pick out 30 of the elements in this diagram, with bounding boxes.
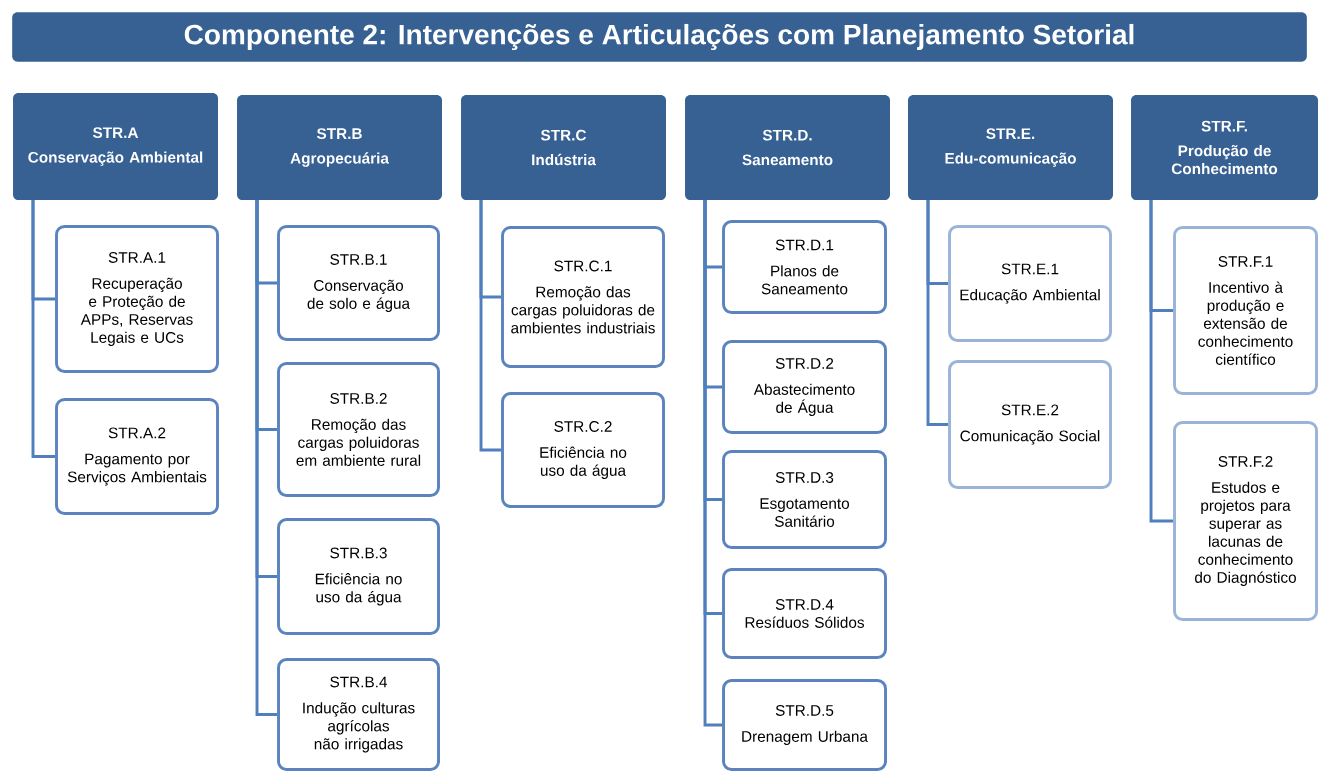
item-box: STR.A.2 Pagamento por Serviços Ambientais [55,398,219,515]
connector-line [479,200,502,452]
connector-line [703,200,723,727]
item-box: STR.F.1 Incentivo à produção e extensão de conhecimento científico [1173,226,1318,395]
item-box: STR.B.1 Conservação de solo e água [277,225,440,341]
category-header: STR.A Conservação Ambiental [13,93,218,200]
item-box: STR.D.3 Esgotamento Sanitário [722,450,887,549]
category-header: STR.D. Saneamento [685,95,890,200]
item-box: STR.E.2 Comunicação Social [948,360,1112,489]
connector-line [255,200,278,716]
connector-line [31,200,56,458]
item-box: STR.A.1 Recuperação e Proteção de APPs, Reservas Legais e UCs [55,225,219,373]
item-box: STR.E.1 Educação Ambiental [948,225,1112,342]
category-header: STR.E. Edu-comunicação [908,95,1113,200]
item-box: STR.C.1 Remoção das cargas poluidoras de ambientes industriais [501,226,665,368]
item-box: STR.B.3 Eficiência no uso da água [277,518,440,635]
item-box: STR.D.4 Resíduos Sólidos [722,568,887,659]
item-box: STR.B.4 Indução culturas agrícolas não irrigadas [277,658,440,771]
item-box: STR.D.1 Planos de Saneamento [722,220,887,314]
title-banner: Componente 2: Intervenções e Articulações com Planejamento Setorial [12,12,1307,62]
category-header: STR.F. Produção de Conhecimento [1131,95,1318,200]
connector-line [926,200,949,426]
category-header: STR.B Agropecuária [237,95,442,200]
item-box: STR.D.2 Abastecimento de Água [722,340,887,434]
item-box: STR.B.2 Remoção das cargas poluidoras em ambiente rural [277,362,440,497]
item-box: STR.F.2 Estudos e projetos para superar as lacunas de conhecimento do Diagnóstico [1173,421,1318,621]
item-box: STR.D.5 Drenagem Urbana [722,679,887,771]
connector-line [1149,200,1174,523]
item-box: STR.C.2 Eficiência no uso da água [501,392,665,508]
category-header: STR.C Indústria [461,95,666,200]
